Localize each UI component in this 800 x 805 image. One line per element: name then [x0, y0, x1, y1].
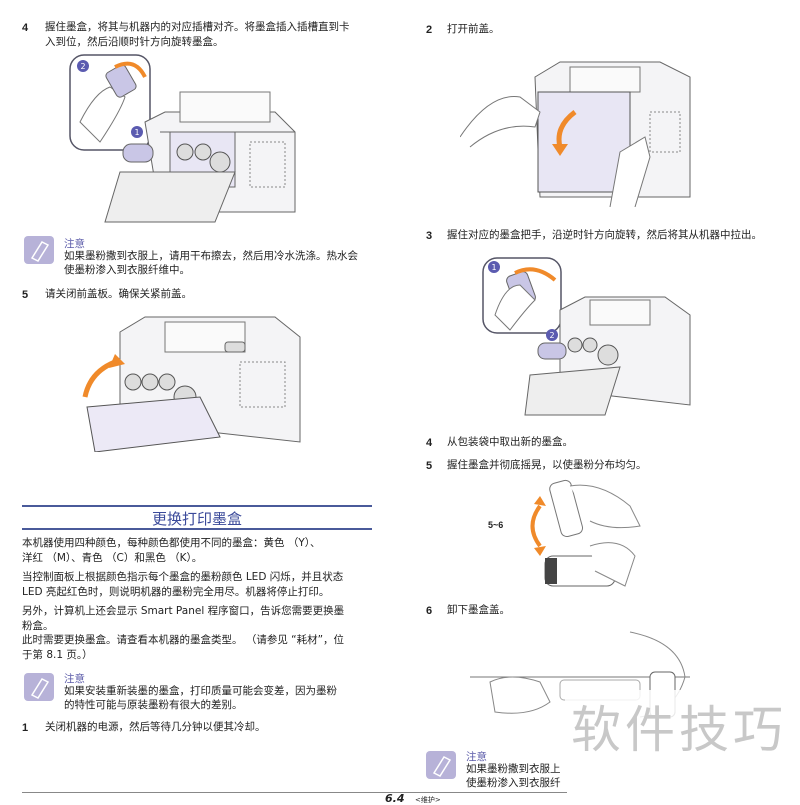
step-number: 1	[22, 722, 29, 734]
section-rule	[22, 505, 372, 507]
footer-rule	[22, 792, 567, 793]
note-text: 的特性可能与原装墨粉有很大的差别。	[64, 699, 243, 711]
step-text: 请关闭前盖板。确保关紧前盖。	[45, 288, 192, 300]
paragraph: 本机器使用四种颜色，每种颜色都使用不同的墨盒：黄色 （Y）、	[22, 537, 321, 549]
step-text: 握住墨盒并彻底摇晃，以使墨粉分布均匀。	[447, 459, 647, 471]
shake-count-label: 5~6	[488, 520, 504, 530]
paragraph: 粉盒。	[22, 620, 54, 632]
open-front-cover-illustration	[460, 61, 691, 207]
note-icon	[426, 751, 456, 779]
insert-cartridge-illustration: 2 1	[69, 54, 296, 223]
page-number: 6.4	[385, 792, 405, 805]
step-number: 3	[426, 230, 433, 242]
paragraph: 于第 8.1 页。）	[22, 649, 93, 661]
note-heading: 注意	[64, 673, 85, 685]
paragraph: 洋红 （M）、青色 （C）和黑色 （K）。	[22, 552, 203, 564]
note-text: 如果安装重新装墨的墨盒，打印质量可能会变差，因为墨粉	[64, 685, 337, 697]
note-text: 如果墨粉撒到衣服上，请用干布擦去，然后用冷水洗涤。热水会	[64, 250, 358, 262]
watermark: 软件技巧	[565, 690, 793, 762]
paragraph: 此时需要更换墨盒。请查看本机器的墨盒类型。 （请参见 “耗材”，位	[22, 634, 345, 646]
step-number: 5	[426, 460, 433, 472]
marker-1: 1	[134, 128, 139, 137]
close-front-cover-illustration	[82, 316, 301, 452]
note-icon	[24, 236, 54, 264]
step-number: 6	[426, 605, 433, 617]
paragraph: LED 亮起红色时，则说明机器的墨粉完全用尽。机器将停止打印。	[22, 586, 330, 598]
paragraph: 当控制面板上根据颜色指示每个墨盒的墨粉颜色 LED 闪烁，并且状态	[22, 571, 344, 583]
note-heading: 注意	[466, 751, 487, 763]
paragraph: 另外，计算机上还会显示 Smart Panel 程序窗口，告诉您需要更换墨	[22, 605, 345, 617]
step-text: 打开前盖。	[447, 23, 500, 35]
section-rule	[22, 528, 372, 530]
step-number: 4	[22, 22, 29, 34]
step-text: 入到位，然后沿顺时针方向旋转墨盒。	[45, 36, 224, 48]
section-title: 更换打印墨盒	[151, 510, 242, 528]
step-text: 关闭机器的电源，然后等待几分钟以便其冷却。	[45, 721, 266, 733]
step-text: 卸下墨盒盖。	[447, 604, 510, 616]
marker-1: 1	[491, 263, 496, 272]
step-number: 5	[22, 289, 29, 301]
note-text: 如果墨粉撒到衣服上	[466, 763, 561, 775]
step-text: 握住墨盒，将其与机器内的对应插槽对齐。将墨盒插入插槽直到卡	[45, 21, 350, 33]
footer-section: <维护>	[415, 796, 441, 804]
step-number: 4	[426, 437, 433, 449]
note-text: 使墨粉渗入到衣服纤维中。	[64, 264, 190, 276]
marker-2: 2	[549, 331, 554, 340]
step-number: 2	[426, 24, 433, 36]
note-heading: 注意	[64, 238, 85, 250]
step-text: 握住对应的墨盒把手，沿逆时针方向旋转，然后将其从机器中拉出。	[447, 229, 762, 241]
shake-cartridge-illustration	[530, 479, 641, 587]
marker-2: 2	[80, 62, 85, 71]
step-text: 从包装袋中取出新的墨盒。	[447, 436, 573, 448]
note-text: 使墨粉渗入到衣服纤	[466, 777, 561, 789]
remove-cartridge-illustration: 1 2	[482, 257, 691, 416]
note-icon	[24, 673, 54, 701]
